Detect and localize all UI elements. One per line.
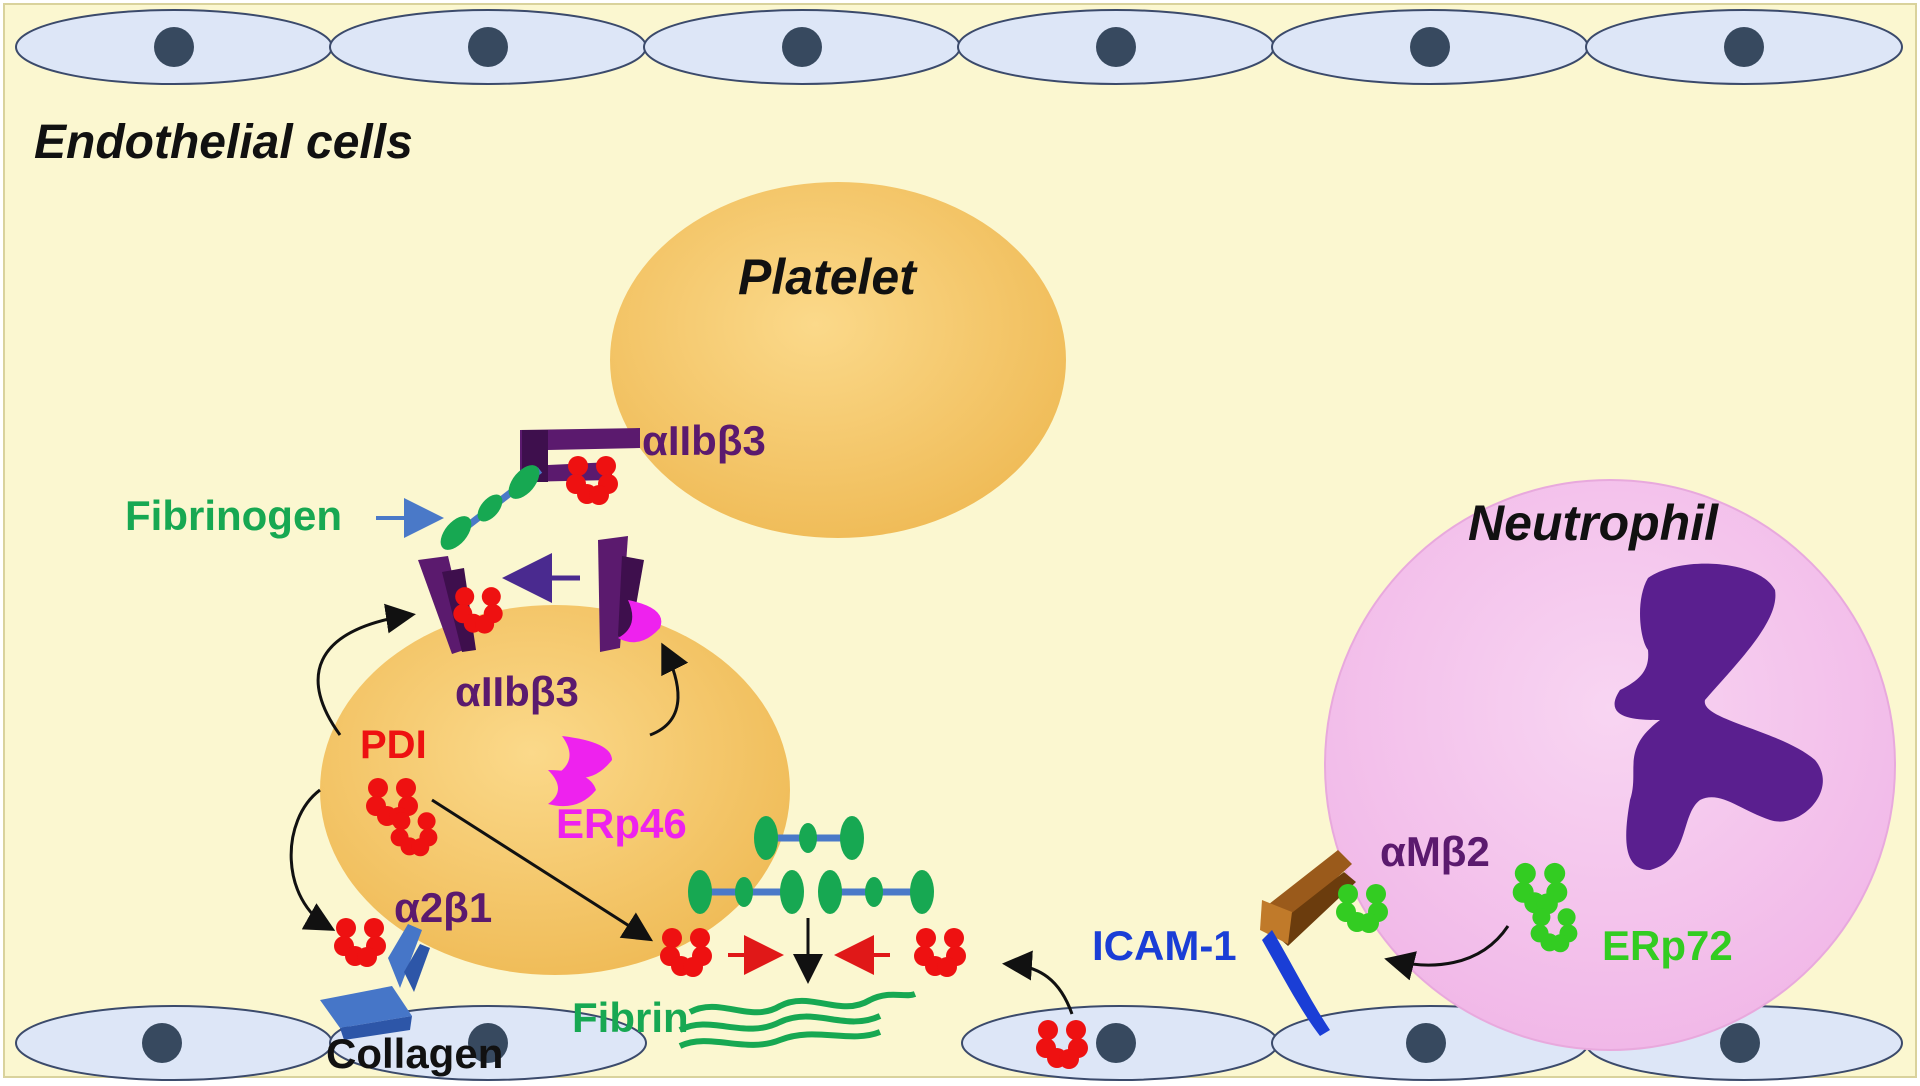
endothelial-cell xyxy=(329,9,647,85)
icam1-icon xyxy=(1262,930,1330,1036)
neutrophil-label: Neutrophil xyxy=(1468,495,1719,551)
collagen-icon xyxy=(320,986,412,1028)
title-endothelial-cells: Endothelial cells xyxy=(34,116,413,169)
platelet-label: Platelet xyxy=(738,249,918,305)
endothelial-pdi-release-arrow xyxy=(1002,950,1074,1015)
collagen-icon xyxy=(340,1016,412,1040)
erp46-icon xyxy=(560,736,612,778)
integrin-amb2 xyxy=(1260,850,1356,946)
a2b1-label: α2β1 xyxy=(394,884,492,931)
fibrin-label: Fibrin xyxy=(572,994,689,1041)
endothelial-cell xyxy=(15,9,333,85)
amb2-label: αMβ2 xyxy=(1380,828,1490,875)
erp46-label: ERp46 xyxy=(556,800,687,847)
endothelial-cell xyxy=(15,1005,333,1081)
neutrophil: Neutrophil xyxy=(1324,479,1896,1051)
endothelial-cell xyxy=(957,9,1275,85)
erp46-to-integrin-arrow xyxy=(649,642,689,737)
icam1-label: ICAM-1 xyxy=(1092,922,1237,969)
pdi-to-fibrin-arrow xyxy=(431,798,654,942)
integrin-aiibb3-right xyxy=(598,536,644,652)
erp46-icon xyxy=(548,770,596,807)
fibrinogen-label: Fibrinogen xyxy=(125,492,342,539)
fibrinogen-bridge xyxy=(440,465,543,550)
endothelial-row-bottom xyxy=(15,1005,1903,1081)
endothelial-cell xyxy=(961,1005,1279,1081)
platelet-lower xyxy=(320,605,790,975)
erp46-icon xyxy=(618,600,662,643)
pdi-to-integrin-arrow xyxy=(316,603,416,736)
fibrin-strands xyxy=(678,991,917,1049)
integrin-a2b1 xyxy=(388,924,430,992)
endothelial-cell xyxy=(1271,9,1589,85)
fibrinogen-polymer xyxy=(688,870,934,914)
erp72-label: ERp72 xyxy=(1602,922,1733,969)
multilobed-nucleus xyxy=(1614,563,1823,870)
platelet-upper: Platelet xyxy=(610,182,1066,538)
integrin-top-label: αIIbβ3 xyxy=(642,417,766,464)
pdi-label: PDI xyxy=(360,723,427,767)
integrin-lower-label: αIIbβ3 xyxy=(455,668,579,715)
fibrinogen-polymer xyxy=(754,816,864,860)
pdi-to-a2b1-arrow xyxy=(289,788,336,931)
endothelial-row-top xyxy=(15,9,1903,85)
collagen-label: Collagen xyxy=(326,1030,503,1077)
endothelial-cell xyxy=(643,9,961,85)
endothelial-cell xyxy=(1585,9,1903,85)
erp72-to-amb2-arrow xyxy=(1384,925,1510,981)
